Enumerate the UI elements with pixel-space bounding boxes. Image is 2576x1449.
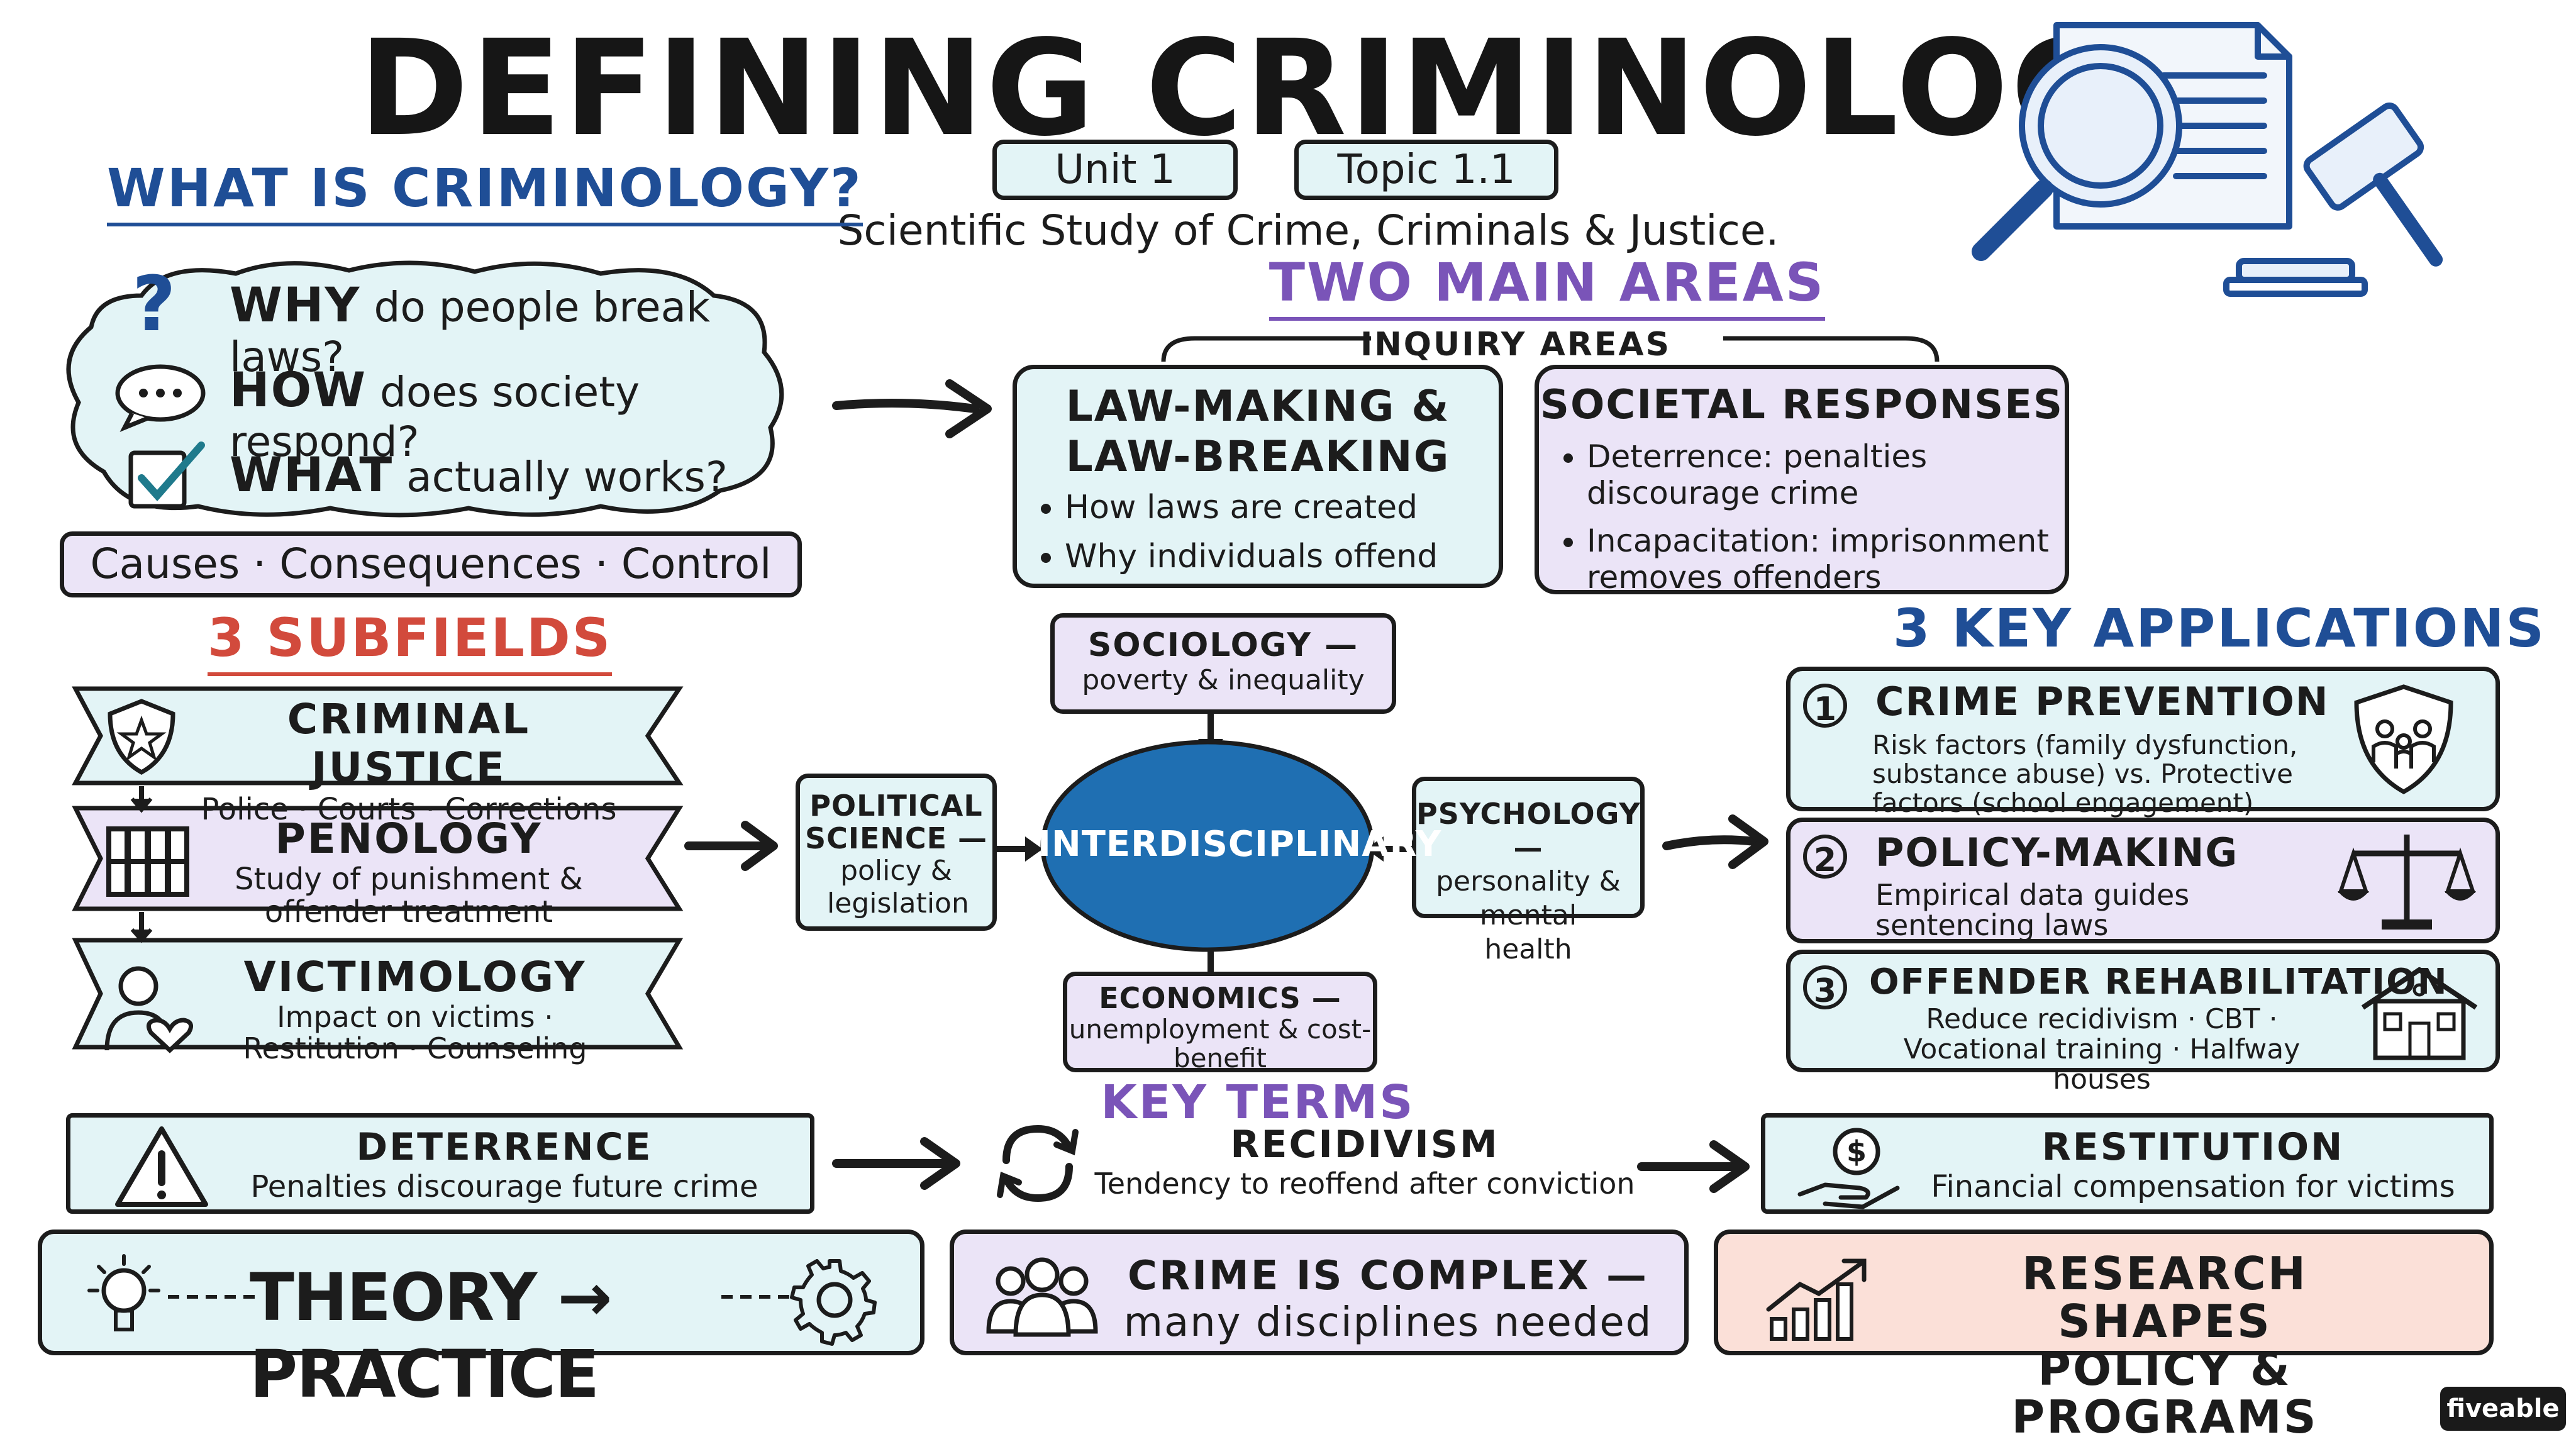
subfields-heading: 3 SUBFIELDS bbox=[208, 607, 613, 676]
app-offender-rehabilitation: 3 OFFENDER REHABILITATION Reduce recidiv… bbox=[1786, 950, 2500, 1095]
victim-heart-icon bbox=[104, 966, 194, 1053]
term-recidivism: RECIDIVISM Tendency to reoffend after co… bbox=[1094, 1123, 1635, 1201]
checkbox-icon bbox=[128, 441, 205, 509]
interdisciplinary-label: INTERDISCIPLINARY bbox=[1038, 824, 1442, 865]
term-restitution: $ RESTITUTION Financial compensation for… bbox=[1761, 1113, 2494, 1214]
warning-triangle-icon bbox=[115, 1126, 208, 1207]
fiveable-logo: fiveable bbox=[2440, 1387, 2566, 1431]
inquiry-bracket bbox=[1161, 336, 1940, 362]
people-group-icon bbox=[986, 1257, 1098, 1337]
question-why: WHY do people break laws? bbox=[230, 277, 711, 381]
app-crime-prevention: 1 CRIME PREVENTION Risk factors (family … bbox=[1786, 667, 2500, 818]
subfield-victimology: VICTIMOLOGY Impact on victims · Restitut… bbox=[243, 953, 587, 1065]
magnifier-gavel-icon bbox=[1972, 22, 2443, 297]
law-box-bullets: How laws are created Why individuals off… bbox=[1030, 489, 1438, 587]
cycle-arrows-icon bbox=[997, 1124, 1079, 1202]
arrow-right-icon bbox=[832, 1137, 960, 1190]
crime-complex-box: CRIME IS COMPLEX — many disciplines need… bbox=[950, 1230, 1689, 1355]
causes-pill: Causes · Consequences · Control bbox=[60, 531, 802, 597]
arrow-right-icon bbox=[1662, 814, 1768, 869]
scales-of-justice-icon bbox=[2338, 835, 2476, 930]
subfield-penology: PENOLOGY Study of punishment & offender … bbox=[235, 814, 583, 930]
question-mark-icon: ? bbox=[132, 261, 176, 348]
applications-heading: 3 KEY APPLICATIONS bbox=[1893, 597, 2546, 659]
inquiry-areas-label: INQUIRY AREAS bbox=[1360, 326, 1672, 364]
growth-chart-icon bbox=[1766, 1258, 1867, 1341]
term-deterrence: DETERRENCE Penalties discourage future c… bbox=[66, 1113, 814, 1214]
unit-badge: Unit 1 bbox=[992, 140, 1238, 200]
research-shapes-box: RESEARCH SHAPES POLICY & PROGRAMS bbox=[1714, 1230, 2494, 1441]
key-terms-heading: KEY TERMS bbox=[1069, 1075, 1446, 1130]
societal-responses-box: SOCIETAL RESPONSES Deterrence: penalties… bbox=[1535, 365, 2069, 596]
arrow-right-icon bbox=[1637, 1140, 1750, 1193]
dashed-connector bbox=[721, 1295, 797, 1299]
law-box-title: LAW-MAKING & LAW-BREAKING bbox=[1065, 382, 1450, 482]
police-badge-icon bbox=[108, 699, 175, 775]
subtitle: Scientific Study of Crime, Criminals & J… bbox=[837, 206, 1779, 255]
question-how: HOW does society respond? bbox=[230, 362, 640, 466]
gear-icon bbox=[790, 1259, 877, 1346]
halfway-house-icon bbox=[2361, 967, 2478, 1060]
psychology-box: PSYCHOLOGY — personality & mental health bbox=[1412, 777, 1645, 965]
sociology-box: SOCIOLOGY — poverty & inequality bbox=[1050, 613, 1396, 714]
interdisciplinary-ellipse bbox=[1040, 740, 1375, 952]
question-what: WHAT actually works? bbox=[230, 447, 728, 502]
political-science-box: POLITICAL SCIENCE — policy & legislation bbox=[796, 774, 997, 931]
what-is-heading: WHAT IS CRIMINOLOGY? bbox=[107, 157, 863, 226]
arrow-right-icon bbox=[832, 379, 992, 438]
subfield-banners bbox=[72, 686, 684, 1050]
societal-box-bullets: Deterrence: penalties discourage crime I… bbox=[1552, 438, 2065, 607]
app-policy-making: 2 POLICY-MAKING Empirical data guides se… bbox=[1786, 818, 2500, 943]
arrow-right-icon bbox=[684, 821, 778, 871]
jail-bars-icon bbox=[106, 826, 189, 897]
lightbulb-icon bbox=[87, 1254, 160, 1331]
family-shield-icon bbox=[2354, 684, 2453, 795]
two-main-areas-heading: TWO MAIN AREAS bbox=[1195, 252, 1899, 321]
questions-cloud: ? WHY do people break laws? HOW does soc… bbox=[60, 258, 814, 522]
theory-practice-box: THEORY → PRACTICE bbox=[38, 1230, 924, 1413]
topic-badge: Topic 1.1 bbox=[1294, 140, 1558, 200]
societal-box-title: SOCIETAL RESPONSES bbox=[1540, 382, 2064, 428]
law-making-box: LAW-MAKING & LAW-BREAKING How laws are c… bbox=[1013, 365, 1503, 588]
svg-text:$: $ bbox=[1846, 1135, 1867, 1169]
economics-box: ECONOMICS — unemployment & cost-benefit bbox=[1063, 972, 1377, 1073]
money-hand-icon: $ bbox=[1797, 1128, 1900, 1209]
subfield-criminal-justice: CRIMINAL JUSTICE Police · Courts · Corre… bbox=[201, 695, 617, 827]
page-title: DEFINING CRIMINOLOGY bbox=[358, 11, 2218, 165]
chat-bubble-icon bbox=[115, 364, 206, 432]
dashed-connector bbox=[168, 1295, 256, 1299]
